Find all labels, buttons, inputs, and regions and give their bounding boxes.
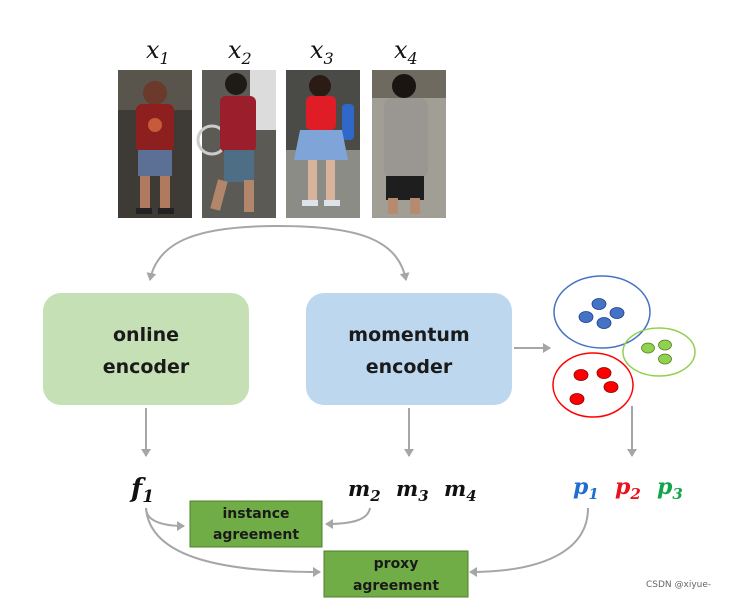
proxy-agreement-label-1: proxy: [374, 556, 419, 572]
proxy-label-1: p1: [573, 474, 599, 503]
momentum-feature-label-3: m3: [396, 476, 429, 505]
input-split-arrows: [146, 225, 410, 281]
person-image-1: [118, 70, 192, 218]
image-label-1: x1: [146, 36, 170, 68]
proxy-label-3: p3: [657, 474, 683, 503]
person-image-2: [196, 70, 276, 218]
image-label-3: x3: [310, 36, 334, 68]
proxy-label-2: p2: [615, 474, 641, 503]
image-labels: x1 x2 x3 x4: [146, 36, 418, 68]
image-label-4: x4: [394, 36, 418, 68]
arrow-f-to-proxy: [145, 507, 321, 577]
momentum-encoder-label-2: encoder: [366, 356, 453, 378]
momentum-features: m2 m3 m4: [348, 476, 477, 505]
momentum-encoder-label-1: momentum: [348, 324, 469, 346]
cluster-blue: [553, 275, 651, 349]
momentum-feature-label-2: m2: [348, 476, 381, 505]
arrow-to-momentum-encoder: [277, 225, 410, 281]
proxy-agreement-label-2: agreement: [353, 578, 439, 594]
instance-agreement-label-1: instance: [223, 506, 290, 522]
arrow-p-to-proxy: [469, 507, 589, 577]
person-image-3: [286, 70, 360, 218]
online-encoder-label-2: encoder: [103, 356, 190, 378]
image-label-2: x2: [228, 36, 252, 68]
cluster-green: [622, 327, 696, 377]
momentum-feature-label-4: m4: [444, 476, 477, 505]
proxy-labels: p1 p2 p3: [573, 474, 683, 503]
person-image-4: [372, 70, 446, 218]
online-feature-label: f1: [129, 474, 154, 507]
momentum-encoder-box: momentum encoder: [306, 293, 512, 405]
online-encoder-box: online encoder: [43, 293, 249, 405]
online-encoder-label-1: online: [113, 324, 179, 346]
arrow-to-online-encoder: [146, 225, 279, 281]
instance-agreement-label-2: agreement: [213, 527, 299, 543]
arrow-m-to-instance: [325, 507, 371, 529]
arrow-f-to-instance: [145, 507, 185, 531]
proxy-agreement-box: proxy agreement: [323, 550, 469, 598]
watermark: CSDN @xiyue-: [646, 580, 711, 590]
cluster-red: [552, 352, 634, 418]
instance-agreement-box: instance agreement: [189, 500, 323, 548]
